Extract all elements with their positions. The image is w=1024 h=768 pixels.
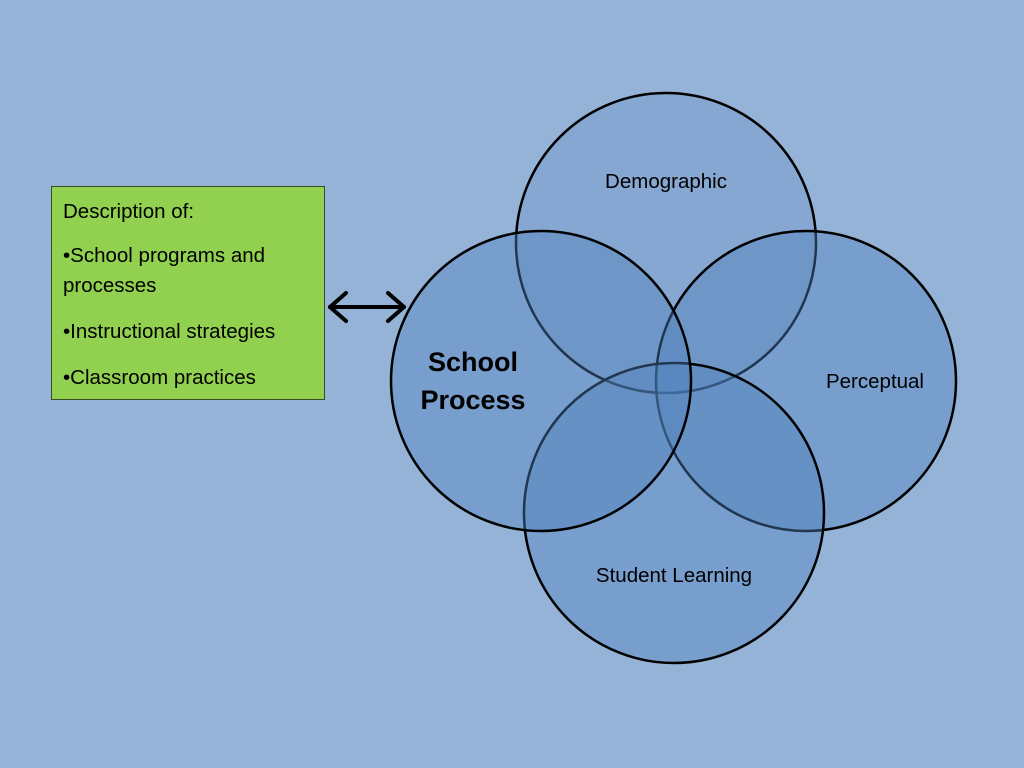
double-arrow-icon — [328, 291, 406, 323]
description-item-instructional-strategies: •Instructional strategies — [63, 320, 276, 343]
description-item-classroom-practices: •Classroom practices — [63, 366, 256, 389]
demographic-label: Demographic — [605, 170, 727, 193]
description-item-school-programs: •School programs and processes — [63, 244, 266, 297]
school-process-circle — [389, 229, 693, 533]
student-learning-label: Student Learning — [596, 564, 752, 587]
perceptual-label: Perceptual — [826, 370, 924, 393]
demographic-circle — [514, 91, 818, 395]
description-box: Description of: •School programs and pro… — [51, 186, 325, 400]
perceptual-circle — [654, 229, 958, 533]
student-learning-circle — [522, 361, 826, 665]
description-heading: Description of: — [63, 200, 195, 223]
school-process-label-line1: School — [428, 347, 518, 377]
school-process-label-line2: Process — [420, 385, 525, 415]
